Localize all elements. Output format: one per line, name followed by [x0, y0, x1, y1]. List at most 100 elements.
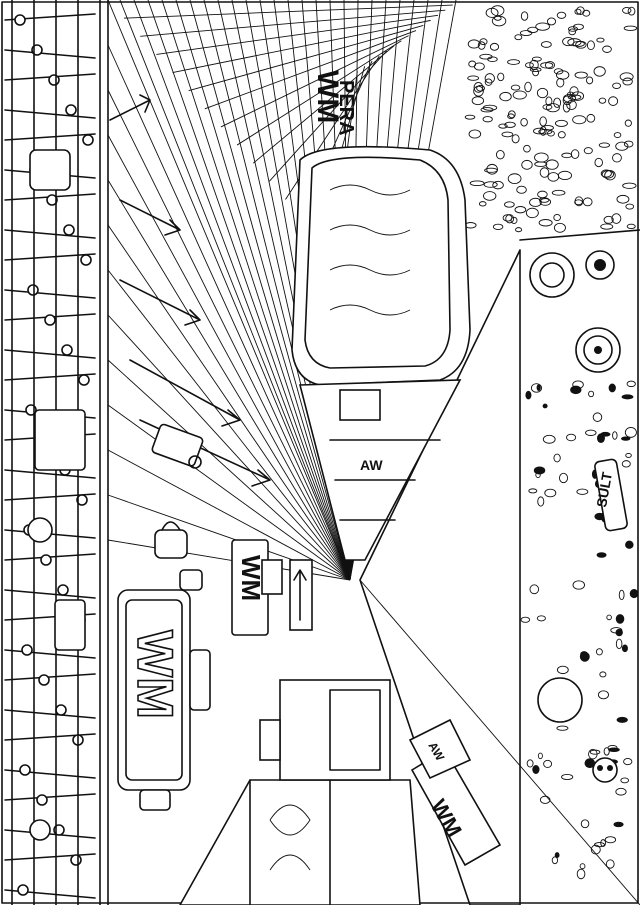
stone: [502, 214, 513, 222]
stone: [625, 203, 635, 210]
stone: [622, 7, 632, 14]
stone: [532, 765, 540, 774]
stone: [557, 131, 566, 139]
stone: [559, 472, 569, 484]
pipe-joint: [17, 884, 29, 896]
stone: [586, 40, 595, 51]
stone: [520, 11, 529, 21]
stone: [520, 118, 528, 127]
stone: [607, 745, 618, 751]
stone: [540, 62, 554, 69]
stone: [615, 787, 627, 796]
stone: [464, 114, 476, 120]
stone: [527, 26, 539, 34]
stone: [504, 201, 515, 208]
stone: [542, 403, 548, 409]
big-wm-sign: WM: [117, 589, 211, 811]
pipe-joint: [57, 584, 69, 596]
stone: [586, 113, 596, 123]
pipe-joint: [40, 554, 52, 566]
stone: [514, 34, 523, 41]
wall-word: PERA: [335, 80, 357, 136]
stone: [525, 62, 534, 69]
pipe-segment: [4, 349, 96, 359]
tunnel-cross-line: [220, 35, 409, 128]
stone: [621, 644, 628, 653]
stone: [553, 453, 561, 463]
stone: [590, 844, 601, 855]
stone: [594, 157, 603, 168]
stone: [580, 819, 590, 829]
stone: [603, 215, 614, 224]
storefront: [259, 679, 391, 781]
pipe-joint: [36, 794, 48, 806]
stone: [569, 86, 579, 97]
stone: [539, 198, 552, 206]
pipe-segment: [4, 109, 96, 119]
perspective-line: [107, 224, 351, 581]
train: AW: [291, 145, 471, 561]
stone: [618, 589, 625, 601]
pipe-joint: [61, 344, 73, 356]
stone: [492, 180, 504, 190]
stone: [468, 129, 482, 139]
pipe-joint: [19, 764, 31, 776]
stone: [529, 197, 542, 207]
stone: [525, 207, 539, 219]
stone: [553, 213, 561, 221]
stone: [507, 113, 515, 120]
stone: [519, 30, 533, 37]
stone: [624, 427, 637, 438]
stone: [523, 144, 531, 153]
stone: [620, 777, 630, 784]
stone: [600, 839, 606, 847]
stone: [489, 42, 500, 51]
tunnel-cross-line: [140, 9, 446, 37]
stone: [537, 190, 548, 199]
stone: [621, 460, 631, 468]
stone: [477, 41, 486, 50]
perspective-line: [107, 449, 351, 581]
stone: [535, 22, 550, 31]
perspective-line: [107, 494, 351, 581]
stone: [556, 11, 567, 19]
stone: [539, 167, 550, 178]
stone: [613, 132, 622, 138]
stone: [480, 107, 494, 113]
stone: [534, 152, 549, 163]
pipe-joint: [27, 284, 39, 296]
pipe-segment: [4, 289, 96, 299]
stone: [583, 147, 593, 155]
perspective-line: [107, 134, 351, 581]
stone: [473, 62, 485, 71]
stone: [566, 99, 577, 110]
stone: [570, 385, 582, 395]
stone: [539, 197, 550, 203]
stone: [589, 749, 601, 755]
stone: [593, 66, 606, 77]
stone: [592, 412, 603, 422]
pipe-joint: [21, 644, 33, 656]
stone: [601, 170, 615, 179]
stone: [582, 197, 593, 207]
stone: [600, 169, 612, 178]
tunnel-cross-line: [156, 14, 439, 55]
stone: [627, 6, 636, 16]
stone: [616, 716, 628, 723]
stone: [606, 614, 612, 621]
stone: [546, 17, 557, 26]
stone: [600, 431, 611, 437]
stone: [529, 584, 540, 595]
stone: [551, 189, 566, 196]
stone: [588, 748, 598, 760]
pipe-segment: [4, 133, 96, 141]
pipe-joint: [76, 494, 88, 506]
stone: [515, 227, 523, 233]
stone: [521, 159, 533, 170]
perspective-line: [119, 0, 351, 581]
stone: [494, 15, 502, 21]
stone: [512, 90, 527, 100]
stone: [525, 390, 532, 400]
stone: [554, 119, 568, 127]
perspective-line: [161, 0, 351, 581]
